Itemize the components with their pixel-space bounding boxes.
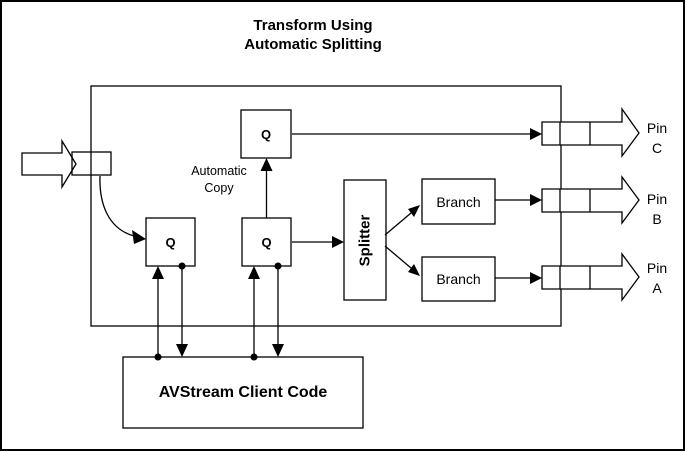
branch-box-upper [421, 178, 496, 225]
diagram-title: Transform Using Automatic Splitting [163, 16, 463, 54]
automatic-copy-arrow [260, 158, 273, 218]
queue-label-middle: Q [261, 234, 272, 250]
queue-left-to-client-down-line [176, 262, 188, 357]
pin-c-letter: C [651, 140, 663, 156]
splitter-label: Splitter [344, 180, 386, 300]
client-code-box [122, 356, 364, 429]
branch-label-upper: Branch [436, 193, 481, 210]
pin-b-word: Pin [646, 191, 668, 207]
client-code-label: AVStream Client Code [158, 383, 328, 401]
queue-label-left: Q [165, 234, 176, 250]
splitter-to-branch-lower-arrow [384, 245, 420, 276]
queue-box-top [240, 109, 292, 159]
queue-box-left [145, 217, 196, 267]
input-block-arrow [21, 138, 77, 190]
pin-c-word: Pin [646, 120, 668, 136]
splitter-box [343, 179, 387, 301]
queue-middle-to-client-down-line [272, 262, 284, 357]
queue-to-splitter-arrow [292, 236, 344, 248]
branch-to-pin-b-arrow [495, 194, 542, 206]
pin-c-label: Pin C [635, 118, 679, 158]
splitter-to-branch-upper-arrow [384, 205, 420, 236]
pin-c-arrow [541, 106, 640, 158]
pin-b-letter: B [652, 211, 662, 227]
diagram-title-line-1: Transform Using [253, 17, 373, 34]
diagram-title-line-2: Automatic Splitting [244, 36, 382, 53]
pin-a-letter: A [652, 280, 662, 296]
pin-a-arrow [541, 252, 640, 302]
pin-b-label: Pin B [635, 189, 679, 229]
queue-to-pin-c-arrow [292, 128, 542, 140]
pin-a-word: Pin [646, 260, 668, 276]
pin-a-label: Pin A [635, 258, 679, 298]
queue-label-top: Q [260, 126, 272, 142]
branch-to-pin-a-arrow [495, 272, 542, 284]
client-to-queue-middle-up-line [248, 266, 260, 361]
client-to-queue-left-up-line [152, 266, 164, 361]
branch-label-lower: Branch [436, 271, 481, 287]
input-pin-rect [71, 151, 112, 176]
pin-b-arrow [541, 175, 640, 225]
automatic-copy-label: Automatic Copy [191, 164, 247, 195]
input-to-queue-curve [99, 175, 146, 244]
splitter-label-text: Splitter [356, 214, 374, 266]
branch-box-lower [421, 256, 496, 302]
